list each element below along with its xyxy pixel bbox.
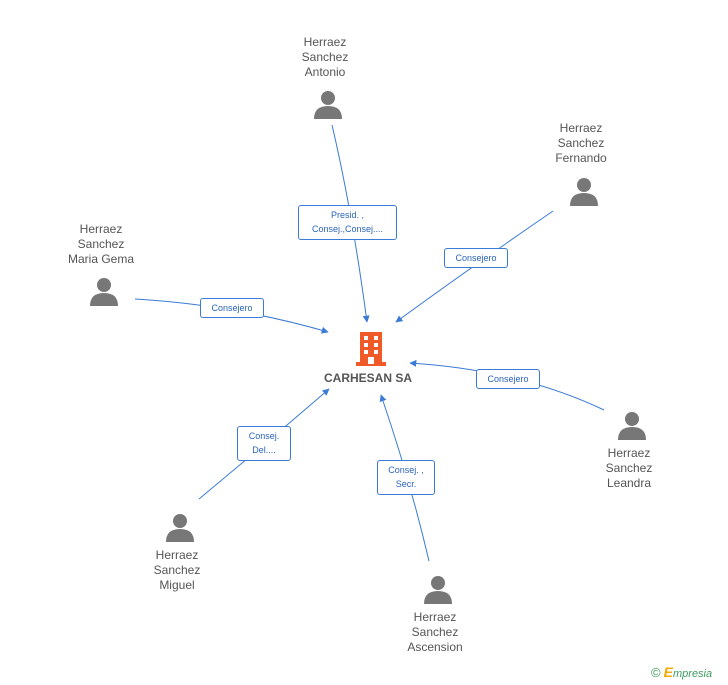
person-icon[interactable] — [313, 89, 343, 119]
person-name-leandra[interactable]: Herraez Sanchez Leandra — [564, 446, 694, 491]
person-icon[interactable] — [423, 574, 453, 604]
name-line: Sanchez — [77, 237, 125, 251]
name-line: Sanchez — [301, 50, 349, 64]
edge-label-line: Consejero — [487, 374, 529, 384]
name-line: Herraez — [303, 35, 347, 49]
edge-label-line: Del.... — [252, 445, 276, 455]
name-line: Sanchez — [557, 136, 605, 150]
edge-label-line: Consej. , — [388, 465, 424, 475]
person-name-maria[interactable]: Herraez Sanchez Maria Gema — [36, 222, 166, 267]
name-line: Sanchez — [153, 563, 201, 577]
name-line: Maria Gema — [67, 252, 135, 266]
name-line: Herraez — [79, 222, 123, 236]
edge-label-maria[interactable]: Consejero — [200, 298, 264, 318]
edge-label-line: Secr. — [395, 479, 417, 489]
name-line: Herraez — [155, 548, 199, 562]
person-name-ascension[interactable]: Herraez Sanchez Ascension — [370, 610, 500, 655]
edge-label-line: Presid. , — [330, 210, 364, 220]
edge-label-fernando[interactable]: Consejero — [444, 248, 508, 268]
person-icon[interactable] — [569, 176, 599, 206]
name-line: Herraez — [413, 610, 457, 624]
edge-label-ascension[interactable]: Consej. , Secr. — [377, 460, 435, 495]
edge-label-line: Consej.,Consej.... — [311, 224, 384, 234]
person-icon[interactable] — [165, 512, 195, 542]
brand-rest: mpresia — [673, 668, 713, 680]
name-line: Herraez — [607, 446, 651, 460]
edge-label-line: Consejero — [455, 253, 497, 263]
name-line: Herraez — [559, 121, 603, 135]
name-line: Ascension — [407, 640, 463, 654]
company-name[interactable]: CARHESAN SA — [323, 371, 412, 385]
name-line: Sanchez — [605, 461, 653, 475]
footer-brand[interactable]: © Empresia — [651, 664, 712, 680]
edge-label-line: Consejero — [211, 303, 253, 313]
person-name-antonio[interactable]: Herraez Sanchez Antonio — [260, 35, 390, 80]
person-name-fernando[interactable]: Herraez Sanchez Fernando — [516, 121, 646, 166]
building-icon[interactable] — [354, 331, 388, 367]
name-line: Miguel — [159, 578, 195, 592]
person-icon[interactable] — [617, 410, 647, 440]
name-line: Sanchez — [411, 625, 459, 639]
name-line: Leandra — [606, 476, 652, 490]
name-line: Antonio — [304, 65, 346, 79]
person-name-miguel[interactable]: Herraez Sanchez Miguel — [112, 548, 242, 593]
name-line: Fernando — [555, 151, 607, 165]
edge-label-leandra[interactable]: Consejero — [476, 369, 540, 389]
copyright-symbol: © — [651, 665, 661, 680]
person-icon[interactable] — [89, 276, 119, 306]
brand-initial: E — [663, 664, 673, 680]
edge-label-antonio[interactable]: Presid. , Consej.,Consej.... — [298, 205, 397, 240]
edge-label-line: Consej. — [248, 431, 280, 441]
edge-label-miguel[interactable]: Consej. Del.... — [237, 426, 291, 461]
